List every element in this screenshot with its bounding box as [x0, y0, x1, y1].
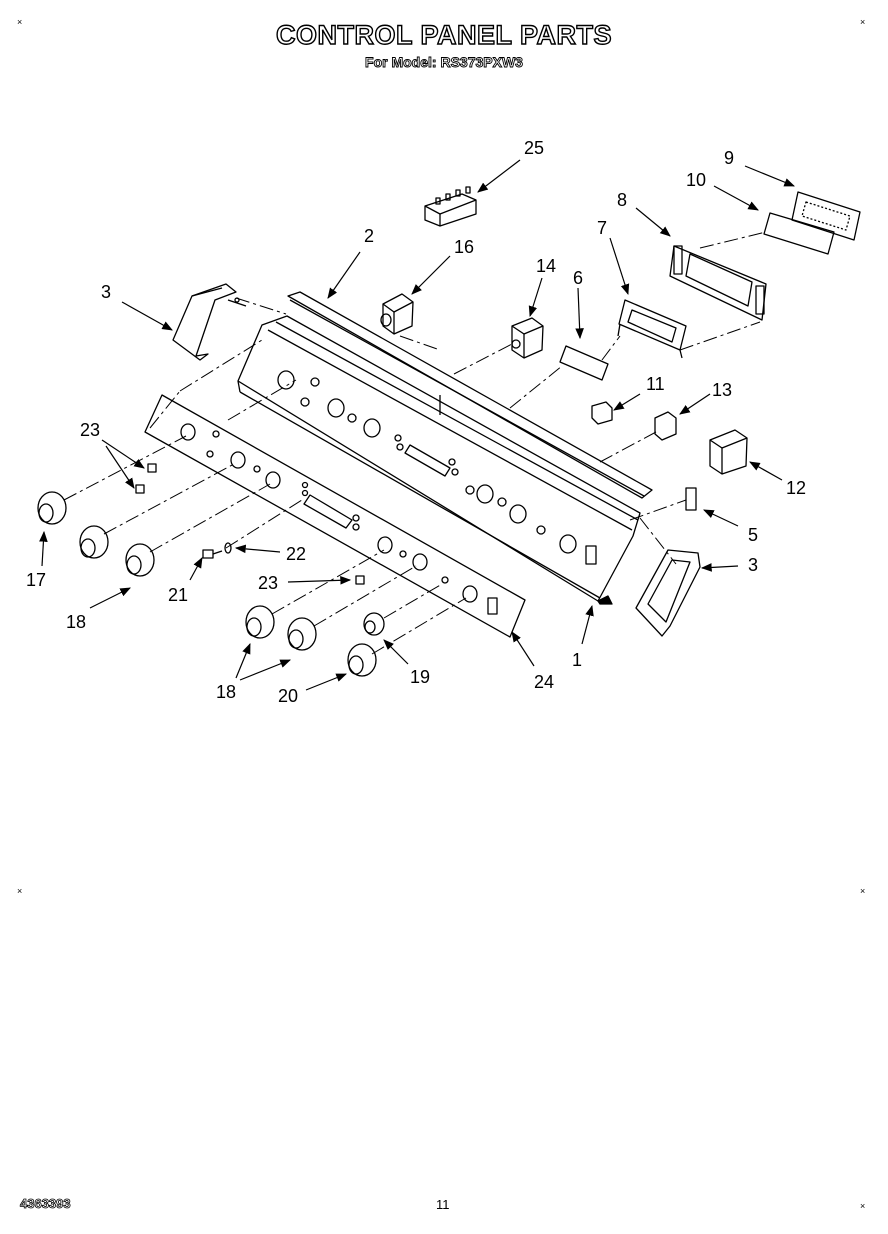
- assembly-lines: [63, 231, 767, 655]
- callout-11: 11: [646, 374, 665, 394]
- knob-middle-lower: [287, 617, 317, 651]
- leader-arrows: [39, 159, 795, 691]
- document-number: 4363393: [20, 1196, 71, 1212]
- mounting-frame: [669, 245, 767, 321]
- switch-16: [380, 293, 414, 335]
- callout-18-lower: 18: [216, 682, 236, 702]
- callout-6: 6: [573, 268, 583, 288]
- page-number: 11: [436, 1197, 450, 1212]
- display-lens: [559, 345, 609, 381]
- callout-14: 14: [536, 256, 556, 276]
- callout-3-left: 3: [101, 282, 111, 302]
- corner-mark-bottom-right: ×: [860, 1201, 866, 1211]
- callout-10: 10: [686, 170, 706, 190]
- clip-11: [591, 401, 613, 425]
- connector-13: [654, 411, 677, 441]
- screw-21: [202, 549, 223, 559]
- end-bracket-left: [172, 283, 247, 361]
- callout-20: 20: [278, 686, 298, 706]
- corner-mark-mid-left: ×: [17, 886, 23, 896]
- display-bracket: [617, 299, 687, 359]
- callout-2: 2: [364, 226, 374, 246]
- relay-box: [709, 429, 748, 475]
- callout-21: 21: [168, 585, 188, 605]
- rocker-switch: [685, 487, 697, 511]
- callout-1: 1: [572, 650, 582, 670]
- knob-18-lower: [245, 605, 275, 639]
- screw-23-a: [147, 463, 157, 473]
- callout-5: 5: [748, 525, 758, 545]
- screw-23-b: [135, 484, 145, 494]
- callout-23-right: 23: [258, 573, 278, 593]
- knob-20: [347, 643, 377, 677]
- knob-17: [37, 491, 67, 525]
- control-panel-plate: [144, 394, 526, 638]
- console-housing: [237, 315, 641, 605]
- callout-7: 7: [597, 218, 607, 238]
- model-subtitle: For Model: RS373PXW3: [365, 54, 524, 71]
- callout-25: 25: [524, 138, 544, 158]
- trim-strip: [287, 291, 653, 499]
- knob-19: [363, 612, 385, 636]
- control-14: [511, 317, 544, 359]
- display-film: [763, 212, 835, 255]
- callout-23-left: 23: [80, 420, 100, 440]
- corner-mark-top-left: ×: [17, 17, 23, 27]
- callout-3-right: 3: [748, 555, 758, 575]
- callout-19: 19: [410, 667, 430, 687]
- callout-24: 24: [534, 672, 554, 692]
- callout-8: 8: [617, 190, 627, 210]
- end-bracket-right: [635, 549, 701, 637]
- callout-9: 9: [724, 148, 734, 168]
- callout-18-upper: 18: [66, 612, 86, 632]
- callout-labels: 25 9 10 8 2 16 14 7 6 3 11 13 23 12 5 3 …: [26, 138, 806, 706]
- display-glass: [791, 191, 861, 241]
- callout-22: 22: [286, 544, 306, 564]
- callout-13: 13: [712, 380, 732, 400]
- page-title: CONTROL PANEL PARTS: [275, 19, 613, 50]
- callout-16: 16: [454, 237, 474, 257]
- corner-mark-mid-right: ×: [860, 886, 866, 896]
- terminal-block: [424, 186, 477, 227]
- washer-22: [224, 542, 232, 554]
- knob-group-left: [125, 543, 155, 577]
- callout-12: 12: [786, 478, 806, 498]
- corner-mark-top-right: ×: [860, 17, 866, 27]
- callout-17: 17: [26, 570, 46, 590]
- screw-23-c: [355, 575, 365, 585]
- knob-18-upper: [79, 525, 109, 559]
